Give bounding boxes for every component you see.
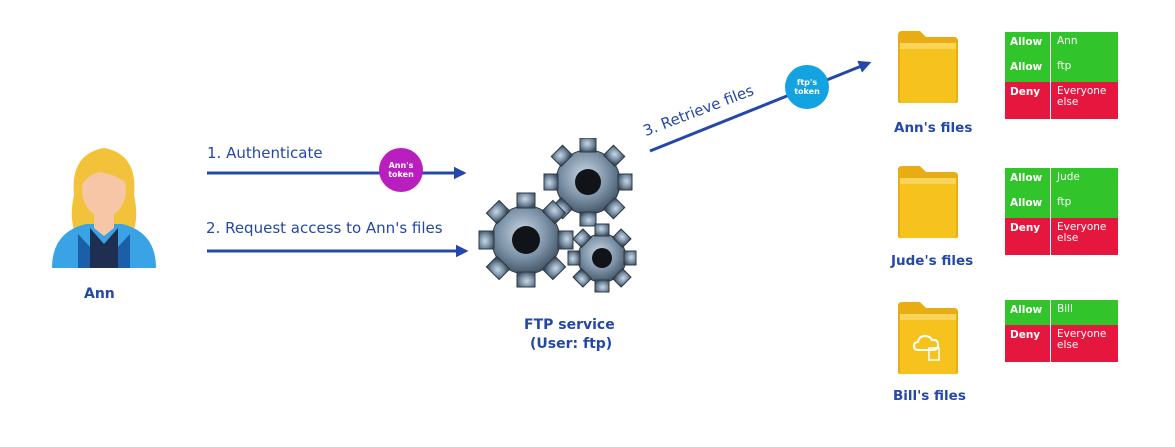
acl-table-jude: Allow Jude Allow ftp Deny Everyone else bbox=[1005, 168, 1118, 255]
acl-row: Allow Ann bbox=[1005, 32, 1118, 57]
folder-label-jude: Jude's files bbox=[891, 253, 974, 269]
acl-table-ann: Allow Ann Allow ftp Deny Everyone else bbox=[1005, 32, 1118, 119]
folder-label-bill: Bill's files bbox=[893, 388, 966, 404]
acl-principal: Everyone else bbox=[1057, 85, 1107, 108]
request-label: 2. Request access to Ann's files bbox=[206, 219, 443, 237]
acl-principal: Everyone else bbox=[1057, 328, 1107, 351]
acl-principal: Bill bbox=[1057, 303, 1073, 315]
acl-row: Allow Jude bbox=[1005, 168, 1118, 193]
acl-principal: Everyone else bbox=[1057, 221, 1107, 244]
acl-permission: Deny bbox=[1005, 82, 1051, 119]
acl-permission: Allow bbox=[1005, 193, 1051, 218]
ftp-token-label: ftp's token bbox=[794, 78, 820, 96]
user-avatar-icon bbox=[52, 148, 156, 268]
acl-permission: Deny bbox=[1005, 218, 1051, 255]
acl-principal: Ann bbox=[1057, 35, 1078, 47]
acl-row: Deny Everyone else bbox=[1005, 82, 1118, 119]
ann-token-label: Ann's token bbox=[388, 161, 414, 179]
acl-permission: Allow bbox=[1005, 168, 1051, 193]
acl-row: Deny Everyone else bbox=[1005, 218, 1118, 255]
acl-permission: Deny bbox=[1005, 325, 1051, 362]
cloud-folder-icon bbox=[898, 302, 958, 374]
acl-row: Allow Bill bbox=[1005, 300, 1118, 325]
service-user: (User: ftp) bbox=[530, 336, 613, 352]
folder-icon bbox=[898, 166, 958, 238]
acl-row: Allow ftp bbox=[1005, 193, 1118, 218]
acl-principal: ftp bbox=[1057, 196, 1072, 208]
retrieve-arrow bbox=[649, 60, 872, 153]
ftp-token: ftp's token bbox=[785, 65, 829, 109]
user-name: Ann bbox=[84, 286, 115, 302]
acl-row: Deny Everyone else bbox=[1005, 325, 1118, 362]
folder-icon bbox=[898, 31, 958, 103]
service-name: FTP service bbox=[524, 317, 615, 333]
acl-permission: Allow bbox=[1005, 32, 1051, 57]
authenticate-label: 1. Authenticate bbox=[207, 144, 323, 162]
acl-permission: Allow bbox=[1005, 300, 1051, 325]
acl-row: Allow ftp bbox=[1005, 57, 1118, 82]
folder-label-ann: Ann's files bbox=[894, 120, 973, 136]
gears-icon bbox=[478, 138, 637, 293]
acl-principal: ftp bbox=[1057, 60, 1072, 72]
acl-permission: Allow bbox=[1005, 57, 1051, 82]
acl-table-bill: Allow Bill Deny Everyone else bbox=[1005, 300, 1118, 362]
acl-principal: Jude bbox=[1057, 171, 1080, 183]
ann-token: Ann's token bbox=[379, 148, 423, 192]
